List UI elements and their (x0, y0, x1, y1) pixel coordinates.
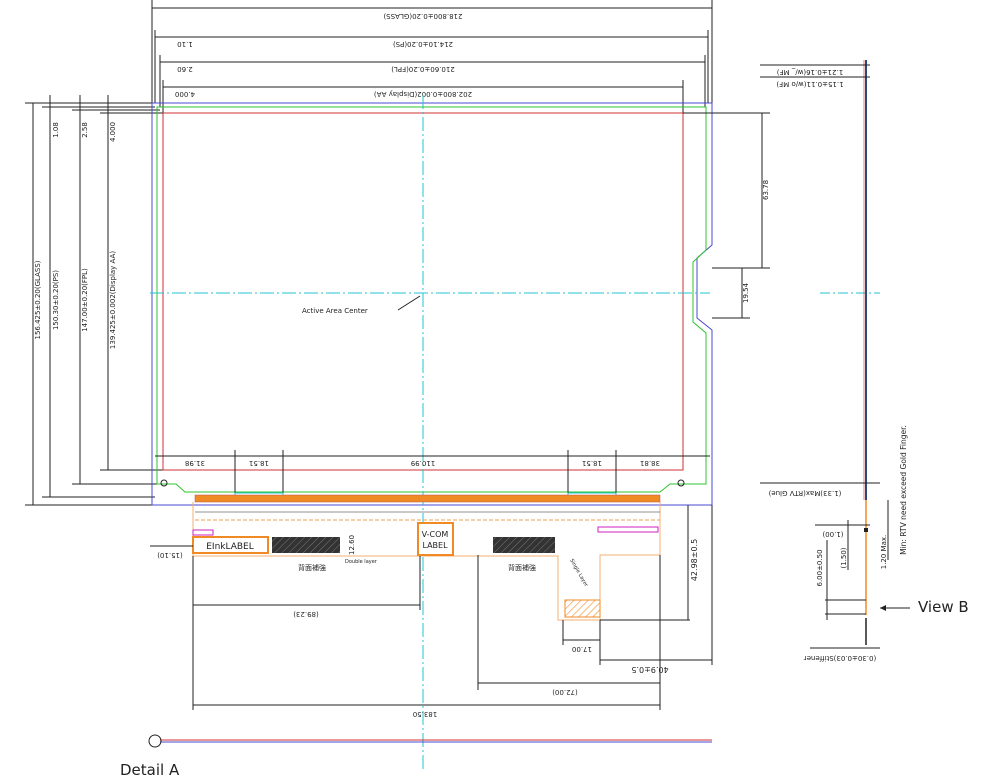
side-view: 1.21±0.16(w/_ MF) 1.15±0.11(w/o MF) (1.3… (760, 60, 969, 662)
glass-width-label: 218.800±0.20(GLASS) (383, 12, 462, 20)
left-dimensions: 156.425±0.20(GLASS) 150.30±0.20(PS) 1.08… (25, 95, 163, 506)
right-dimensions: 63.78 19.54 (683, 112, 770, 319)
stiffener-left (272, 537, 340, 553)
eink-label-box (192, 536, 269, 554)
dim-6-00: 6.00±0.50 (816, 549, 824, 586)
ps-offset-label: 1.10 (177, 40, 193, 48)
fpl-offset-v-label: 2.58 (81, 122, 89, 138)
dim-42-98: 42.98±0.5 (690, 539, 699, 581)
dim-12-60: 12.60 (348, 535, 356, 555)
fpl-height-label: 147.00±0.20(FPL) (81, 268, 89, 332)
gold-finger-hatch (564, 599, 601, 618)
ps-width-label: 214.10±0.20(PS) (393, 40, 453, 48)
rtv-glue-label: (1.33)Max(RTV Glue) (768, 489, 841, 497)
aa-offset-label: 4.000 (175, 90, 195, 98)
alignment-hole-left (160, 479, 168, 487)
dim-17-00: 17.00 (572, 645, 592, 653)
alignment-hole-right (677, 479, 685, 487)
active-area-center-label: Active Area Center (302, 307, 368, 315)
thickness-without-mf: 1.15±0.11(w/o MF) (776, 80, 843, 88)
segment-label: 110.99 (411, 459, 436, 467)
fpl-outline (156, 106, 707, 493)
fpc: EInkLABEL V-COM LABEL 背面補強 背面補強 Double l… (150, 494, 661, 621)
vcom-label-1: V-COM (422, 530, 449, 539)
fpl-width-label: 210.60±0.20(FPL) (391, 65, 455, 73)
dim-63-78: 63.78 (762, 180, 770, 200)
rtv-note: Min: RTV need exceed Gold Finger. (899, 425, 908, 555)
back-note-left: 背面補強 (298, 563, 326, 572)
ps-offset-v-label: 1.08 (52, 122, 60, 138)
fpc-dimensions: (89.23) 17.00 40.9±0.5 (72.00) 183.50 42… (192, 505, 713, 718)
segment-label: 18.51 (249, 459, 269, 467)
detail-a-label: Detail A (120, 761, 180, 778)
bottom-segment-dimensions: 31.98 18.51 110.99 18.51 38.81 (155, 450, 710, 497)
dim-19-54: 19.54 (742, 282, 750, 303)
stiffener-right (493, 537, 555, 553)
segment-label: 31.98 (185, 459, 205, 467)
ps-height-label: 150.30±0.20(PS) (52, 270, 60, 330)
fpl-offset-label: 2.60 (177, 65, 193, 73)
dim-183-50: 183.50 (413, 710, 438, 718)
dim-72-00: (72.00) (552, 688, 578, 696)
glass-height-label: 156.425±0.20(GLASS) (34, 260, 42, 339)
stiffener-label: (0.30±0.03)Stiffener (804, 654, 877, 662)
top-dimensions: 218.800±0.20(GLASS) 214.10±0.20(PS) 1.10… (151, 0, 713, 113)
glass-outline (151, 102, 713, 506)
dim-89-23: (89.23) (293, 610, 319, 618)
vcom-label-box (417, 522, 454, 556)
fpc-outline (192, 502, 661, 621)
dim-15-10: (15.10) (157, 551, 183, 559)
dim-1-50: (1.50) (840, 547, 848, 568)
aa-height-label: 139.425±0.002(Display AA) (109, 251, 117, 349)
aa-width-label: 202.800±0.002(Display AA) (374, 90, 472, 98)
dim-1-20: 1.20 Max. (880, 535, 888, 570)
detail-a-marker (148, 734, 162, 748)
double-layer-label: Double layer (345, 559, 378, 565)
dim-1-00: (1.00) (822, 530, 843, 538)
segment-label: 38.81 (640, 459, 660, 467)
dim-40-9: 40.9±0.5 (631, 665, 668, 674)
back-note-right: 背面補強 (508, 563, 536, 572)
segment-label: 18.51 (582, 459, 602, 467)
fpc-bond-strip (194, 494, 661, 503)
single-layer-label: Single Layer (568, 558, 589, 589)
aa-offset-v-label: 4.000 (109, 122, 117, 142)
vcom-label-2: LABEL (422, 541, 448, 550)
view-b-label: View B (918, 598, 969, 616)
thickness-with-mf: 1.21±0.16(w/_ MF) (777, 68, 844, 76)
eink-label: EInkLABEL (206, 542, 254, 552)
